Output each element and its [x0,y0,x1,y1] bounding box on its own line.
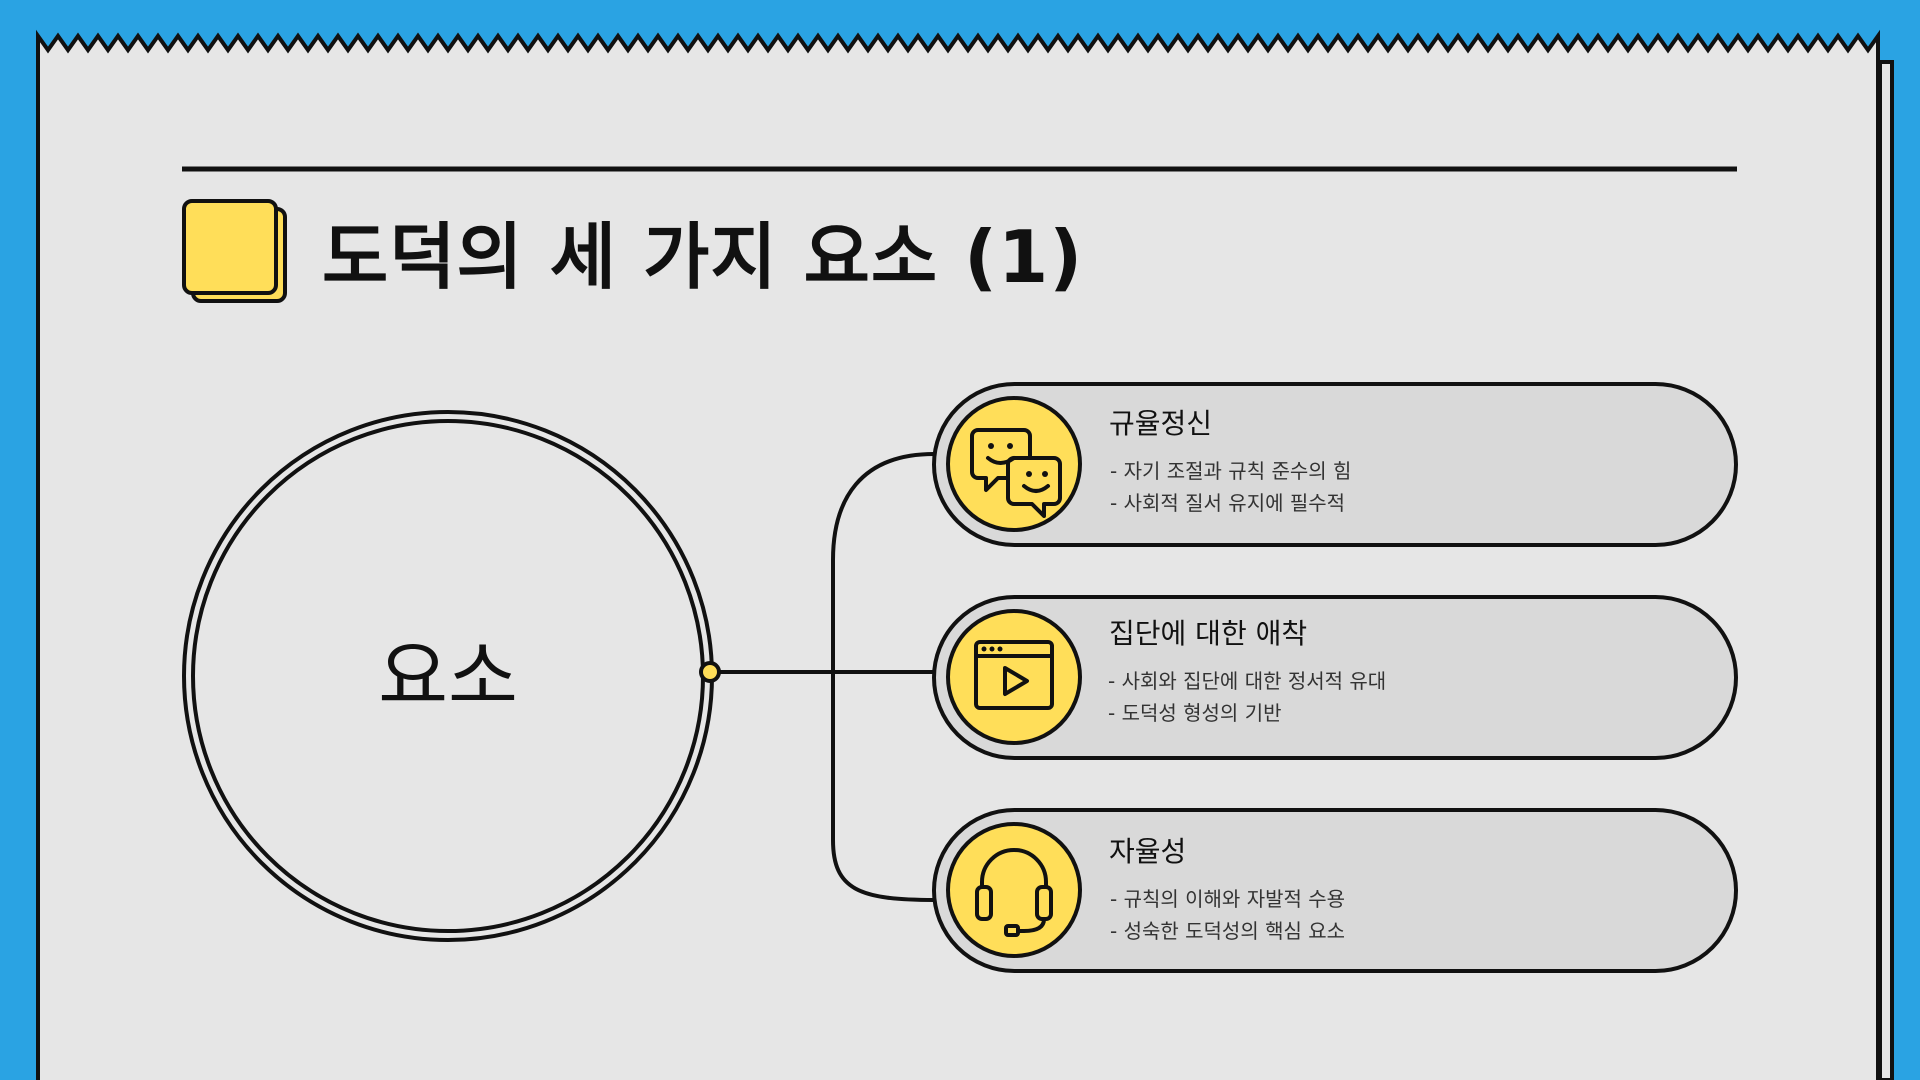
video-player-icon [946,609,1082,745]
title-square-icon [182,199,287,303]
item-title: 규율정신 [1109,407,1213,440]
connector-lines [710,452,935,902]
pill-3 [932,808,1738,973]
pill-1 [932,382,1738,547]
item-line: - 성숙한 도덕성의 핵심 요소 [1110,919,1346,943]
chat-bubbles-icon [946,396,1082,532]
item-line: - 도덕성 형성의 기반 [1108,701,1282,725]
center-label: 요소 [378,632,518,721]
back-sheet [1878,60,1894,1080]
item-title: 집단에 대한 애착 [1109,617,1308,650]
item-line: - 사회적 질서 유지에 필수적 [1110,491,1346,515]
item-title: 자율성 [1109,835,1187,868]
item-line: - 자기 조절과 규칙 준수의 힘 [1110,459,1352,483]
headphones-icon [946,822,1082,958]
page-title: 도덕의 세 가지 요소 (1) [322,215,1084,299]
pill-2 [932,595,1738,760]
item-line: - 사회와 집단에 대한 정서적 유대 [1108,669,1387,693]
item-line: - 규칙의 이해와 자발적 수용 [1110,887,1346,911]
connector-dot [699,661,721,683]
